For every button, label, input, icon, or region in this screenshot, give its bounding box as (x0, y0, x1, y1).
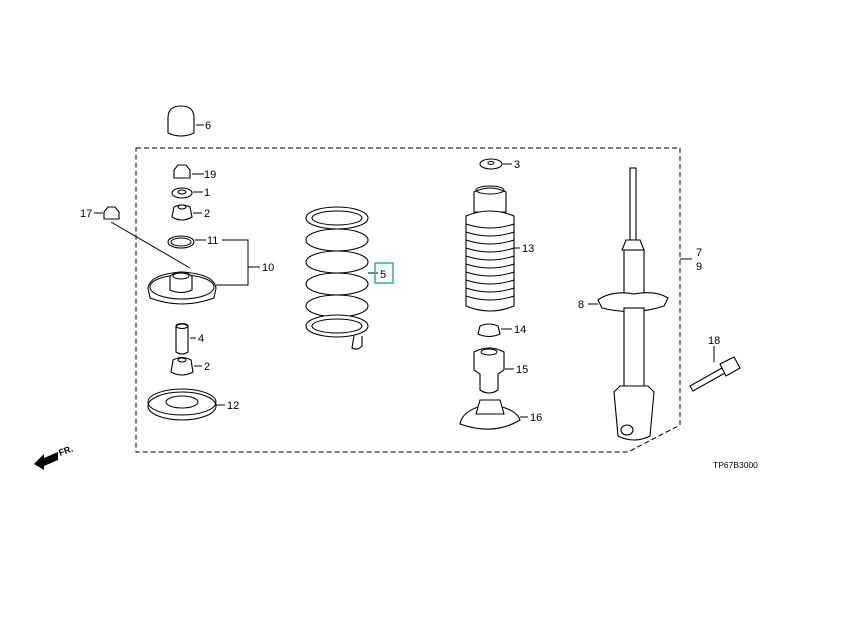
diagram-code: TP67B3000 (713, 460, 758, 470)
label-17[interactable]: 17 (80, 208, 92, 220)
part-7-9-shock-absorber[interactable] (597, 167, 669, 441)
label-19[interactable]: 19 (204, 169, 216, 181)
part-10-mount-base[interactable] (147, 271, 217, 305)
label-8[interactable]: 8 (578, 299, 584, 311)
part-18-bolt[interactable] (689, 356, 741, 392)
label-4[interactable]: 4 (198, 333, 204, 345)
part-11-seal[interactable] (167, 235, 195, 249)
front-label: FR. (57, 444, 74, 458)
label-9[interactable]: 9 (696, 261, 702, 273)
part-2-bushing-upper[interactable] (171, 204, 193, 221)
label-5[interactable]: 5 (380, 269, 386, 281)
label-11[interactable]: 11 (207, 235, 218, 247)
part-14-bump-washer[interactable] (477, 323, 501, 338)
part-12-plate[interactable] (147, 388, 217, 421)
part-6-cap[interactable] (167, 105, 195, 137)
label-12[interactable]: 12 (227, 400, 239, 412)
highlight-box (374, 262, 394, 284)
label-6[interactable]: 6 (205, 120, 211, 132)
part-16-spring-seat[interactable] (459, 399, 521, 430)
label-3[interactable]: 3 (514, 159, 520, 171)
label-2-lower[interactable]: 2 (204, 361, 210, 373)
label-16[interactable]: 16 (530, 412, 542, 424)
part-1-bearing[interactable] (171, 187, 193, 199)
part-17-nut[interactable] (103, 206, 120, 220)
part-3-washer[interactable] (479, 158, 503, 170)
part-5-coil-spring[interactable] (305, 206, 369, 350)
assembly-boundary (135, 147, 681, 453)
part-2-bushing-lower[interactable] (170, 356, 194, 376)
part-13-dust-boot[interactable] (465, 185, 515, 312)
part-19-nut[interactable] (173, 164, 191, 179)
label-2-upper[interactable]: 2 (204, 208, 210, 220)
label-10[interactable]: 10 (262, 262, 274, 274)
label-15[interactable]: 15 (516, 364, 528, 376)
label-13[interactable]: 13 (522, 243, 534, 255)
label-1[interactable]: 1 (204, 187, 210, 199)
part-15-bump-stop[interactable] (473, 347, 505, 394)
label-7[interactable]: 7 (696, 247, 702, 259)
label-14[interactable]: 14 (514, 324, 526, 336)
front-direction-arrow-icon (34, 452, 58, 470)
label-18[interactable]: 18 (708, 335, 720, 347)
part-4-collar[interactable] (175, 323, 189, 355)
